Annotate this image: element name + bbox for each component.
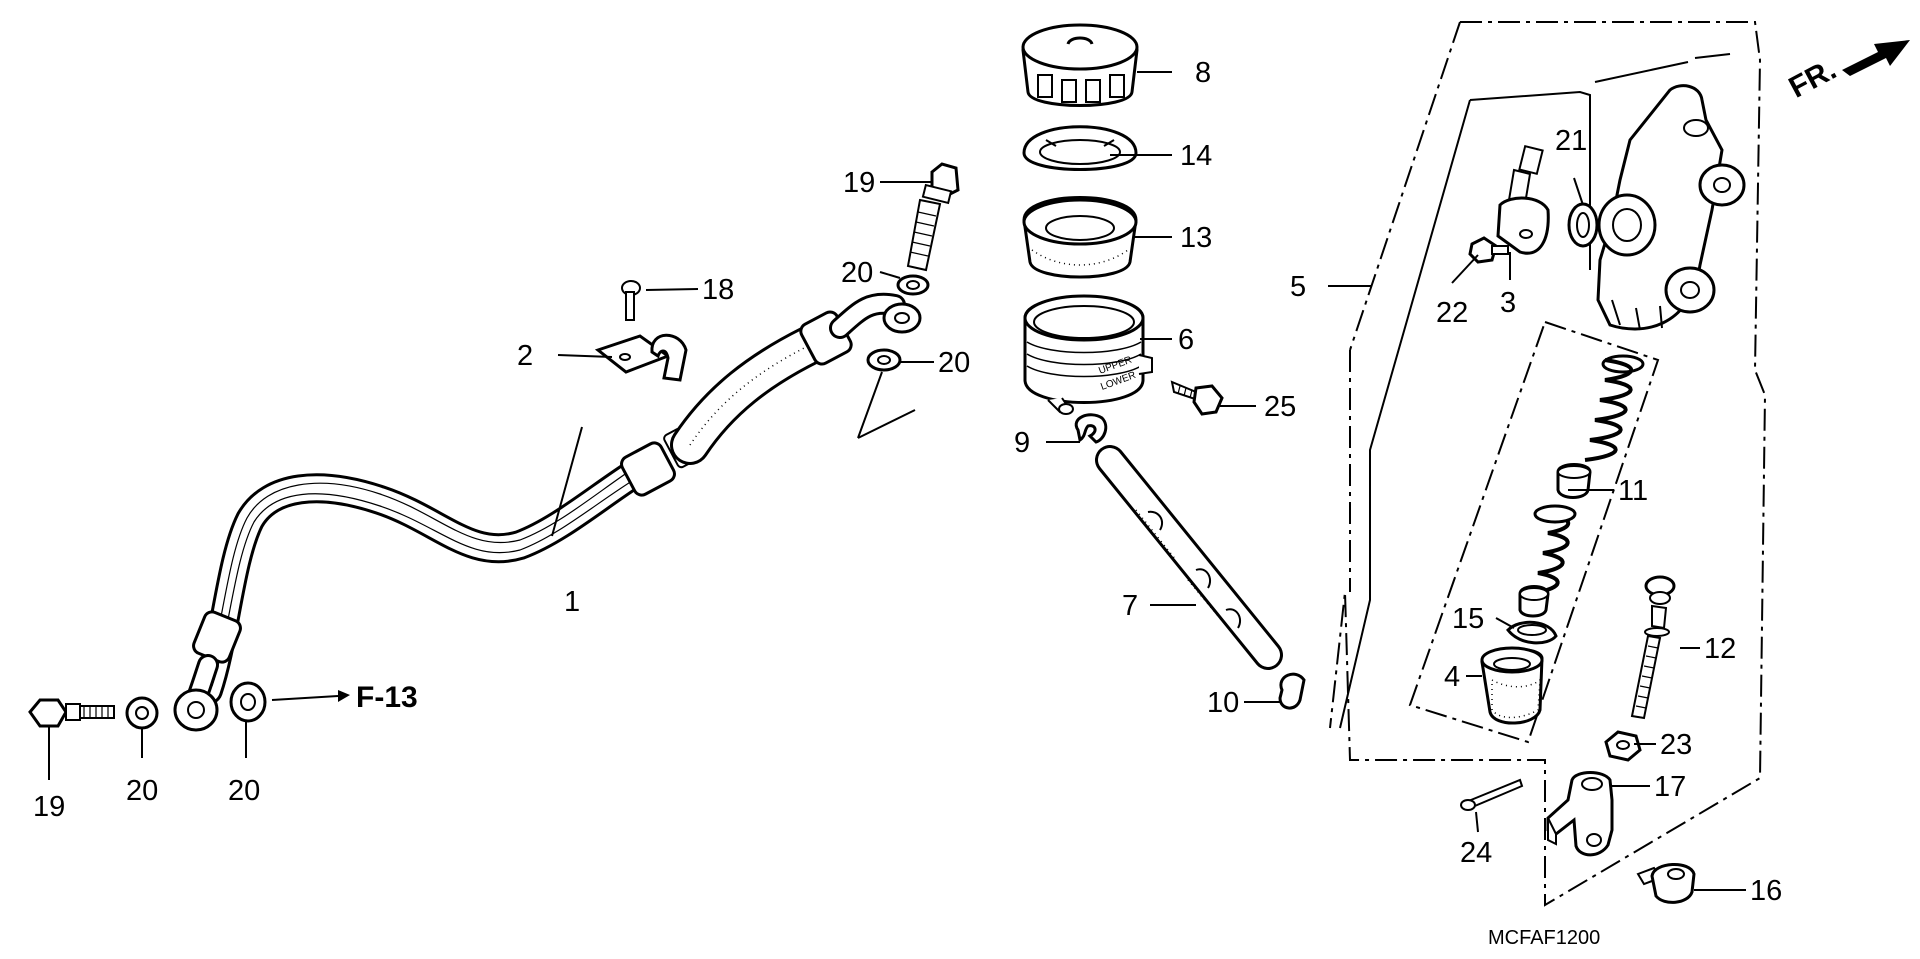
label-part-5: 5: [1290, 271, 1306, 303]
banjo-bolt-upper: [906, 162, 960, 272]
label-part-25: 25: [1264, 391, 1296, 423]
reservoir-tank: UPPER LOWER: [1023, 294, 1153, 415]
label-part-10: 10: [1207, 687, 1239, 719]
label-part-19-lower: 19: [33, 791, 65, 823]
reservoir-hose: [1095, 445, 1283, 670]
brake-hose-assembly: [173, 292, 922, 732]
label-part-23: 23: [1660, 729, 1692, 761]
label-part-19-upper: 19: [843, 167, 875, 199]
sealing-washer-lower-right: [229, 681, 267, 723]
label-part-3: 3: [1500, 287, 1516, 319]
diaphragm: [1022, 196, 1138, 279]
label-part-13: 13: [1180, 222, 1212, 254]
hose-clip-lower: [1278, 672, 1306, 710]
joint-pin: [1636, 862, 1696, 904]
label-part-16: 16: [1750, 875, 1782, 907]
reservoir-bolt: [1170, 380, 1224, 416]
label-part-20-lower-left: 20: [126, 775, 158, 807]
label-part-20-middle: 20: [938, 347, 970, 379]
label-part-15: 15: [1452, 603, 1484, 635]
label-part-18: 18: [702, 274, 734, 306]
return-spring: [1584, 354, 1645, 462]
cotter-pin: [1460, 778, 1524, 811]
cup-seal: [1556, 463, 1592, 499]
label-part-4: 4: [1444, 661, 1460, 693]
reference-label: F-13: [356, 681, 418, 714]
label-part-20-upper: 20: [841, 257, 873, 289]
label-part-17: 17: [1654, 771, 1686, 803]
boot-4: [1480, 646, 1544, 725]
label-part-24: 24: [1460, 837, 1492, 869]
front-direction-arrow-icon: [1842, 40, 1910, 76]
label-part-1: 1: [564, 586, 580, 618]
label-part-22: 22: [1436, 297, 1468, 329]
hose-clamp: [594, 333, 688, 382]
label-part-8: 8: [1195, 57, 1211, 89]
clevis: [1546, 771, 1614, 857]
label-part-20-lower-right: 20: [228, 775, 260, 807]
label-part-9: 9: [1014, 427, 1030, 459]
label-part-7: 7: [1122, 590, 1138, 622]
piston: [1532, 504, 1577, 595]
label-part-6: 6: [1178, 324, 1194, 356]
cap-plate: [1022, 125, 1138, 171]
label-part-2: 2: [517, 340, 533, 372]
piston-kit-outline: [1408, 320, 1660, 744]
banjo-bolt-lower: [28, 698, 115, 728]
label-part-12: 12: [1704, 633, 1736, 665]
master-cylinder-assembly-outline: [1329, 21, 1767, 907]
master-cylinder-body: [1596, 84, 1746, 331]
label-part-11: 11: [1618, 475, 1648, 507]
label-part-21: 21: [1555, 125, 1587, 157]
circlip-15: [1506, 620, 1558, 645]
push-rod: [1630, 575, 1676, 720]
front-direction-label: FR.: [1784, 53, 1842, 105]
label-part-14: 14: [1180, 140, 1212, 172]
hose-joint: [1496, 144, 1550, 255]
clamp-screw: [621, 280, 641, 321]
hose-clip-upper: [1074, 413, 1108, 444]
sealing-washer-lower-left: [125, 696, 159, 730]
piston-seal: [1518, 585, 1550, 618]
reservoir-cap: [1021, 23, 1139, 107]
diagram-code: MCFAF1200: [1488, 927, 1600, 949]
leader-lines: [48, 71, 1746, 891]
